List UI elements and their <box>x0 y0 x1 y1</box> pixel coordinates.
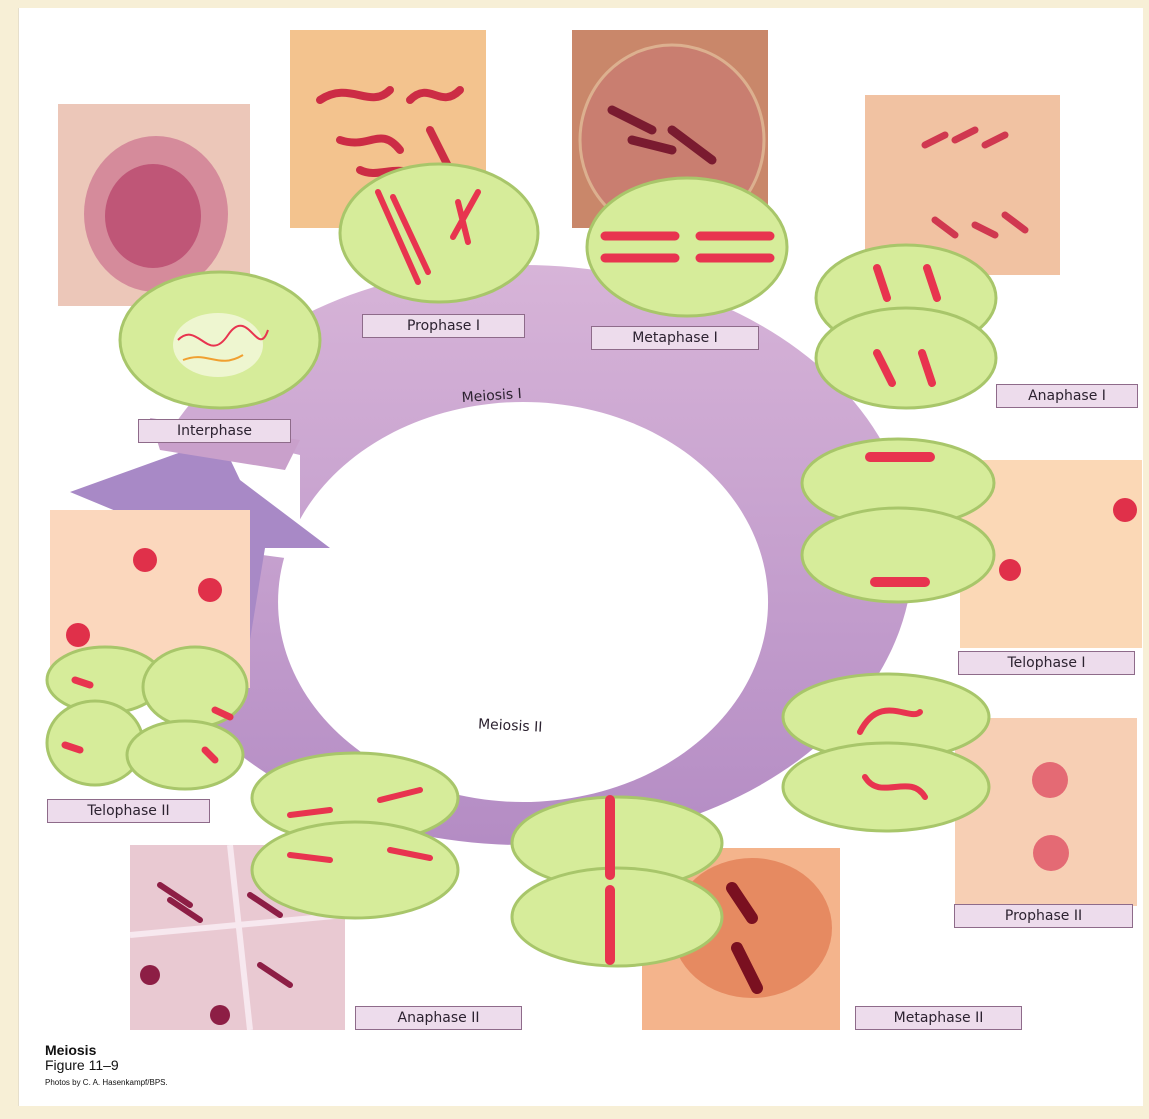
figure-number: Figure 11–9 <box>45 1058 168 1073</box>
photo-credit: Photos by C. A. Hasenkampf/BPS. <box>45 1078 168 1087</box>
label-prophase1: Prophase I <box>362 314 525 338</box>
cell-telophase1 <box>800 437 996 605</box>
cell-interphase <box>118 270 323 410</box>
figure-title: Meiosis <box>45 1043 168 1058</box>
cell-anaphase1 <box>812 243 1000 411</box>
label-anaphase2: Anaphase II <box>355 1006 522 1030</box>
label-interphase: Interphase <box>138 419 291 443</box>
label-metaphase1: Metaphase I <box>591 326 759 350</box>
label-prophase2: Prophase II <box>954 904 1133 928</box>
cell-anaphase2 <box>250 750 460 920</box>
label-metaphase2: Metaphase II <box>855 1006 1022 1030</box>
label-anaphase1: Anaphase I <box>996 384 1138 408</box>
label-telophase2: Telophase II <box>47 799 210 823</box>
cell-prophase1 <box>338 162 540 304</box>
meiosis1-label: Meiosis I <box>461 386 522 406</box>
cell-prophase2 <box>780 672 992 832</box>
meiosis2-label: Meiosis II <box>478 716 543 735</box>
label-telophase1: Telophase I <box>958 651 1135 675</box>
cell-telophase2 <box>45 645 247 790</box>
figure-caption: Meiosis Figure 11–9 Photos by C. A. Hase… <box>45 1043 168 1087</box>
cell-metaphase1 <box>585 176 790 318</box>
cell-metaphase2 <box>510 795 724 967</box>
